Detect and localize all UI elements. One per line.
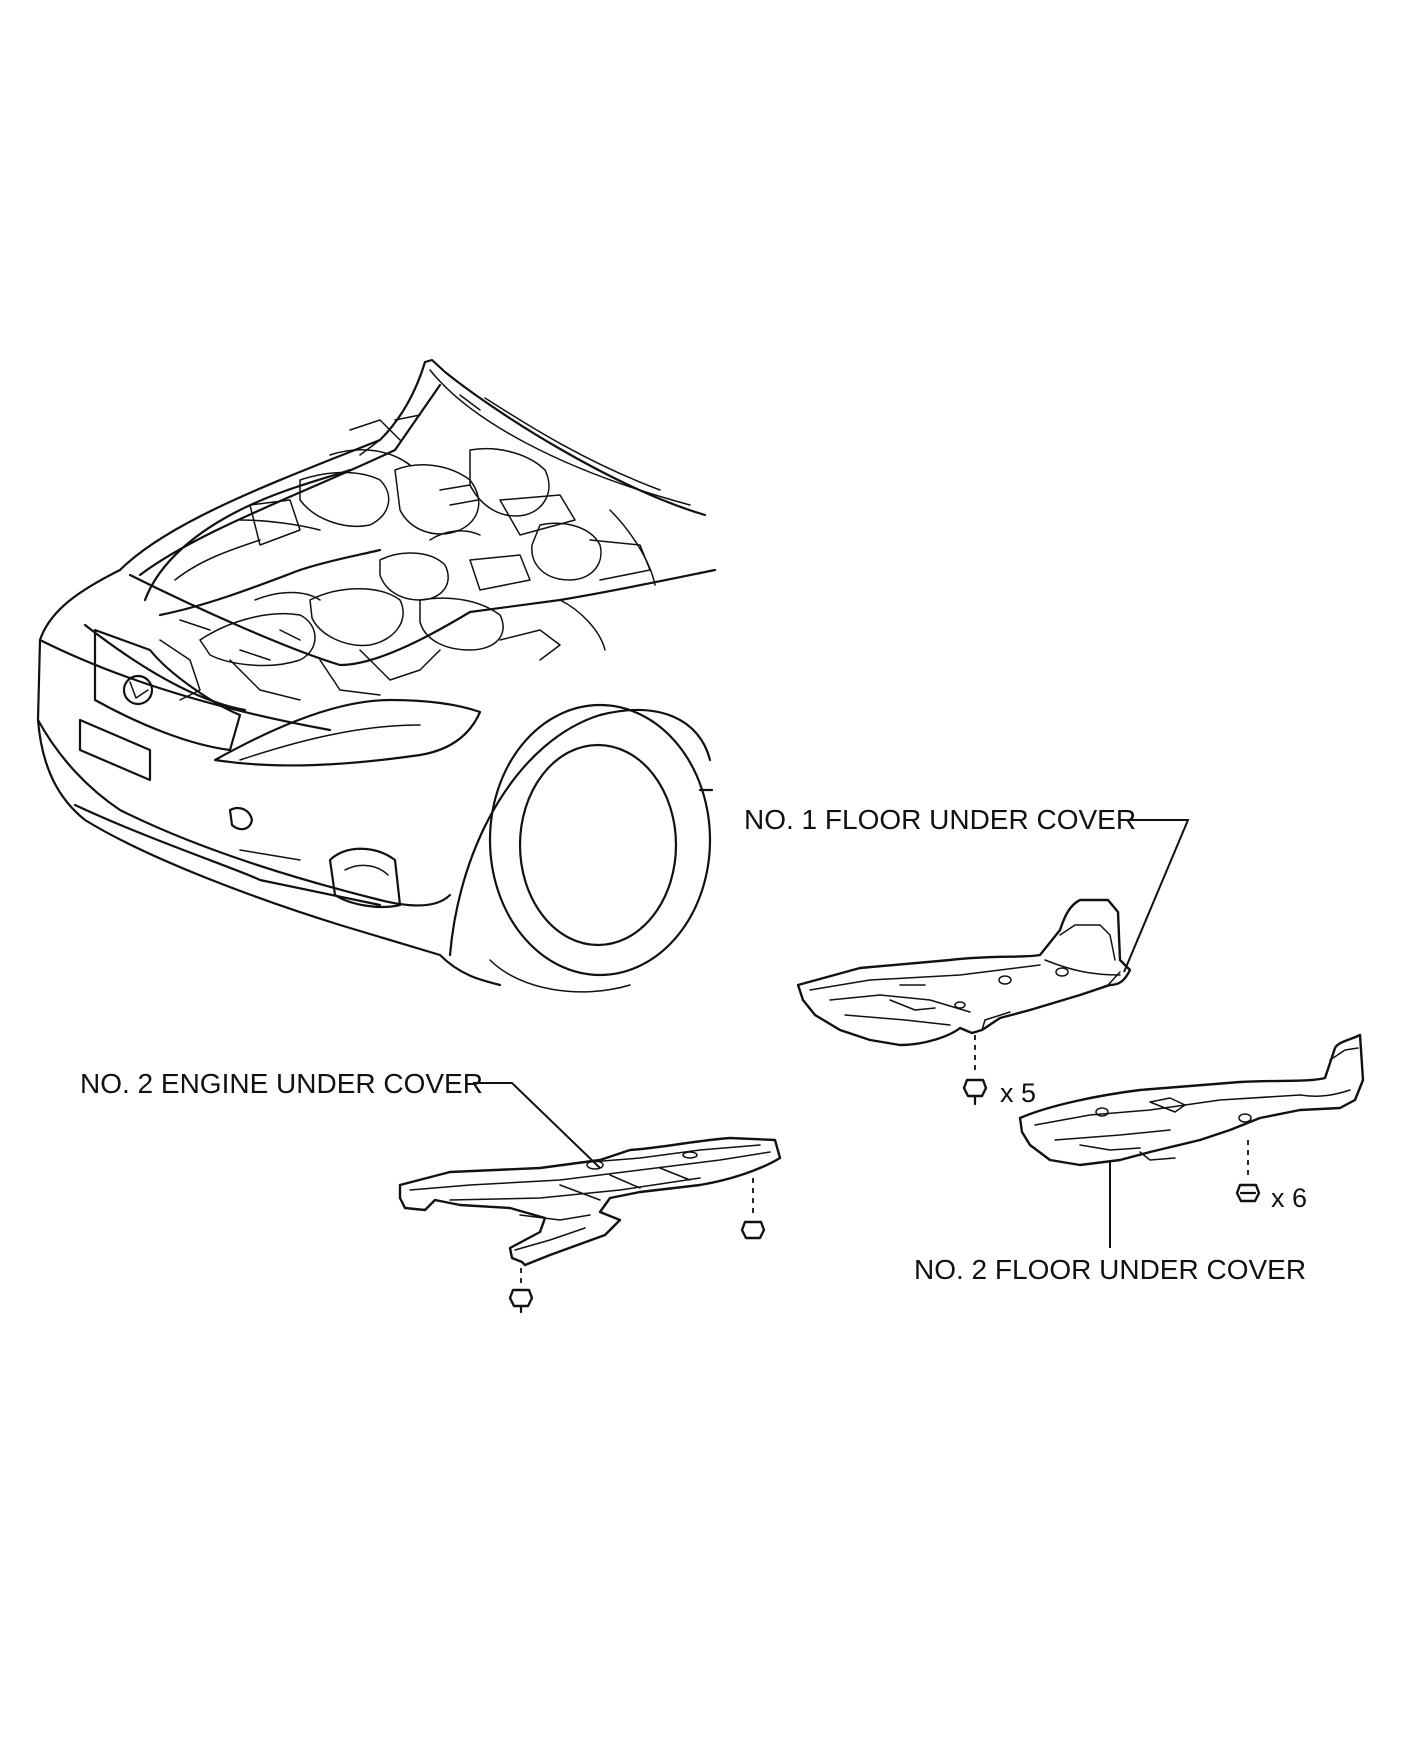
- fastener-no1-floor: [962, 1078, 988, 1106]
- leader-no2-engine: [473, 1082, 601, 1169]
- label-no1-floor-under-cover: NO. 1 FLOOR UNDER COVER: [744, 804, 1137, 835]
- leader-no1-floor: [1123, 819, 1190, 973]
- label-no2-engine-under-cover: NO. 2 ENGINE UNDER COVER: [80, 1068, 483, 1099]
- hood-inner-edge: [138, 383, 442, 577]
- engine-bay: [143, 419, 656, 701]
- no2-engine-under-cover-part: [398, 1136, 782, 1267]
- quantity-no2-floor: x 6: [1271, 1183, 1308, 1213]
- body-outline: [36, 568, 502, 987]
- fastener-no2-engine-right: [740, 1220, 766, 1240]
- tire: [488, 703, 712, 977]
- no1-floor-under-cover-part: [796, 898, 1132, 1047]
- fastener-no2-engine-left: [508, 1288, 534, 1314]
- wheel-arch: [448, 708, 712, 957]
- headlamp: [213, 698, 482, 767]
- rim: [518, 743, 678, 947]
- hood-outline: [118, 358, 707, 572]
- fender-line: [128, 568, 717, 667]
- emblem: [122, 674, 154, 706]
- grille: [93, 628, 242, 752]
- quantity-no1-floor: x 5: [1000, 1078, 1037, 1108]
- front-bumper: [36, 718, 452, 907]
- fog-lamp: [328, 847, 402, 909]
- label-no2-floor-under-cover: NO. 2 FLOOR UNDER COVER: [914, 1254, 1307, 1285]
- vehicle-front-illustration: [36, 358, 717, 993]
- fastener-no2-floor: [1235, 1183, 1261, 1203]
- no2-floor-under-cover-part: [1018, 1033, 1365, 1167]
